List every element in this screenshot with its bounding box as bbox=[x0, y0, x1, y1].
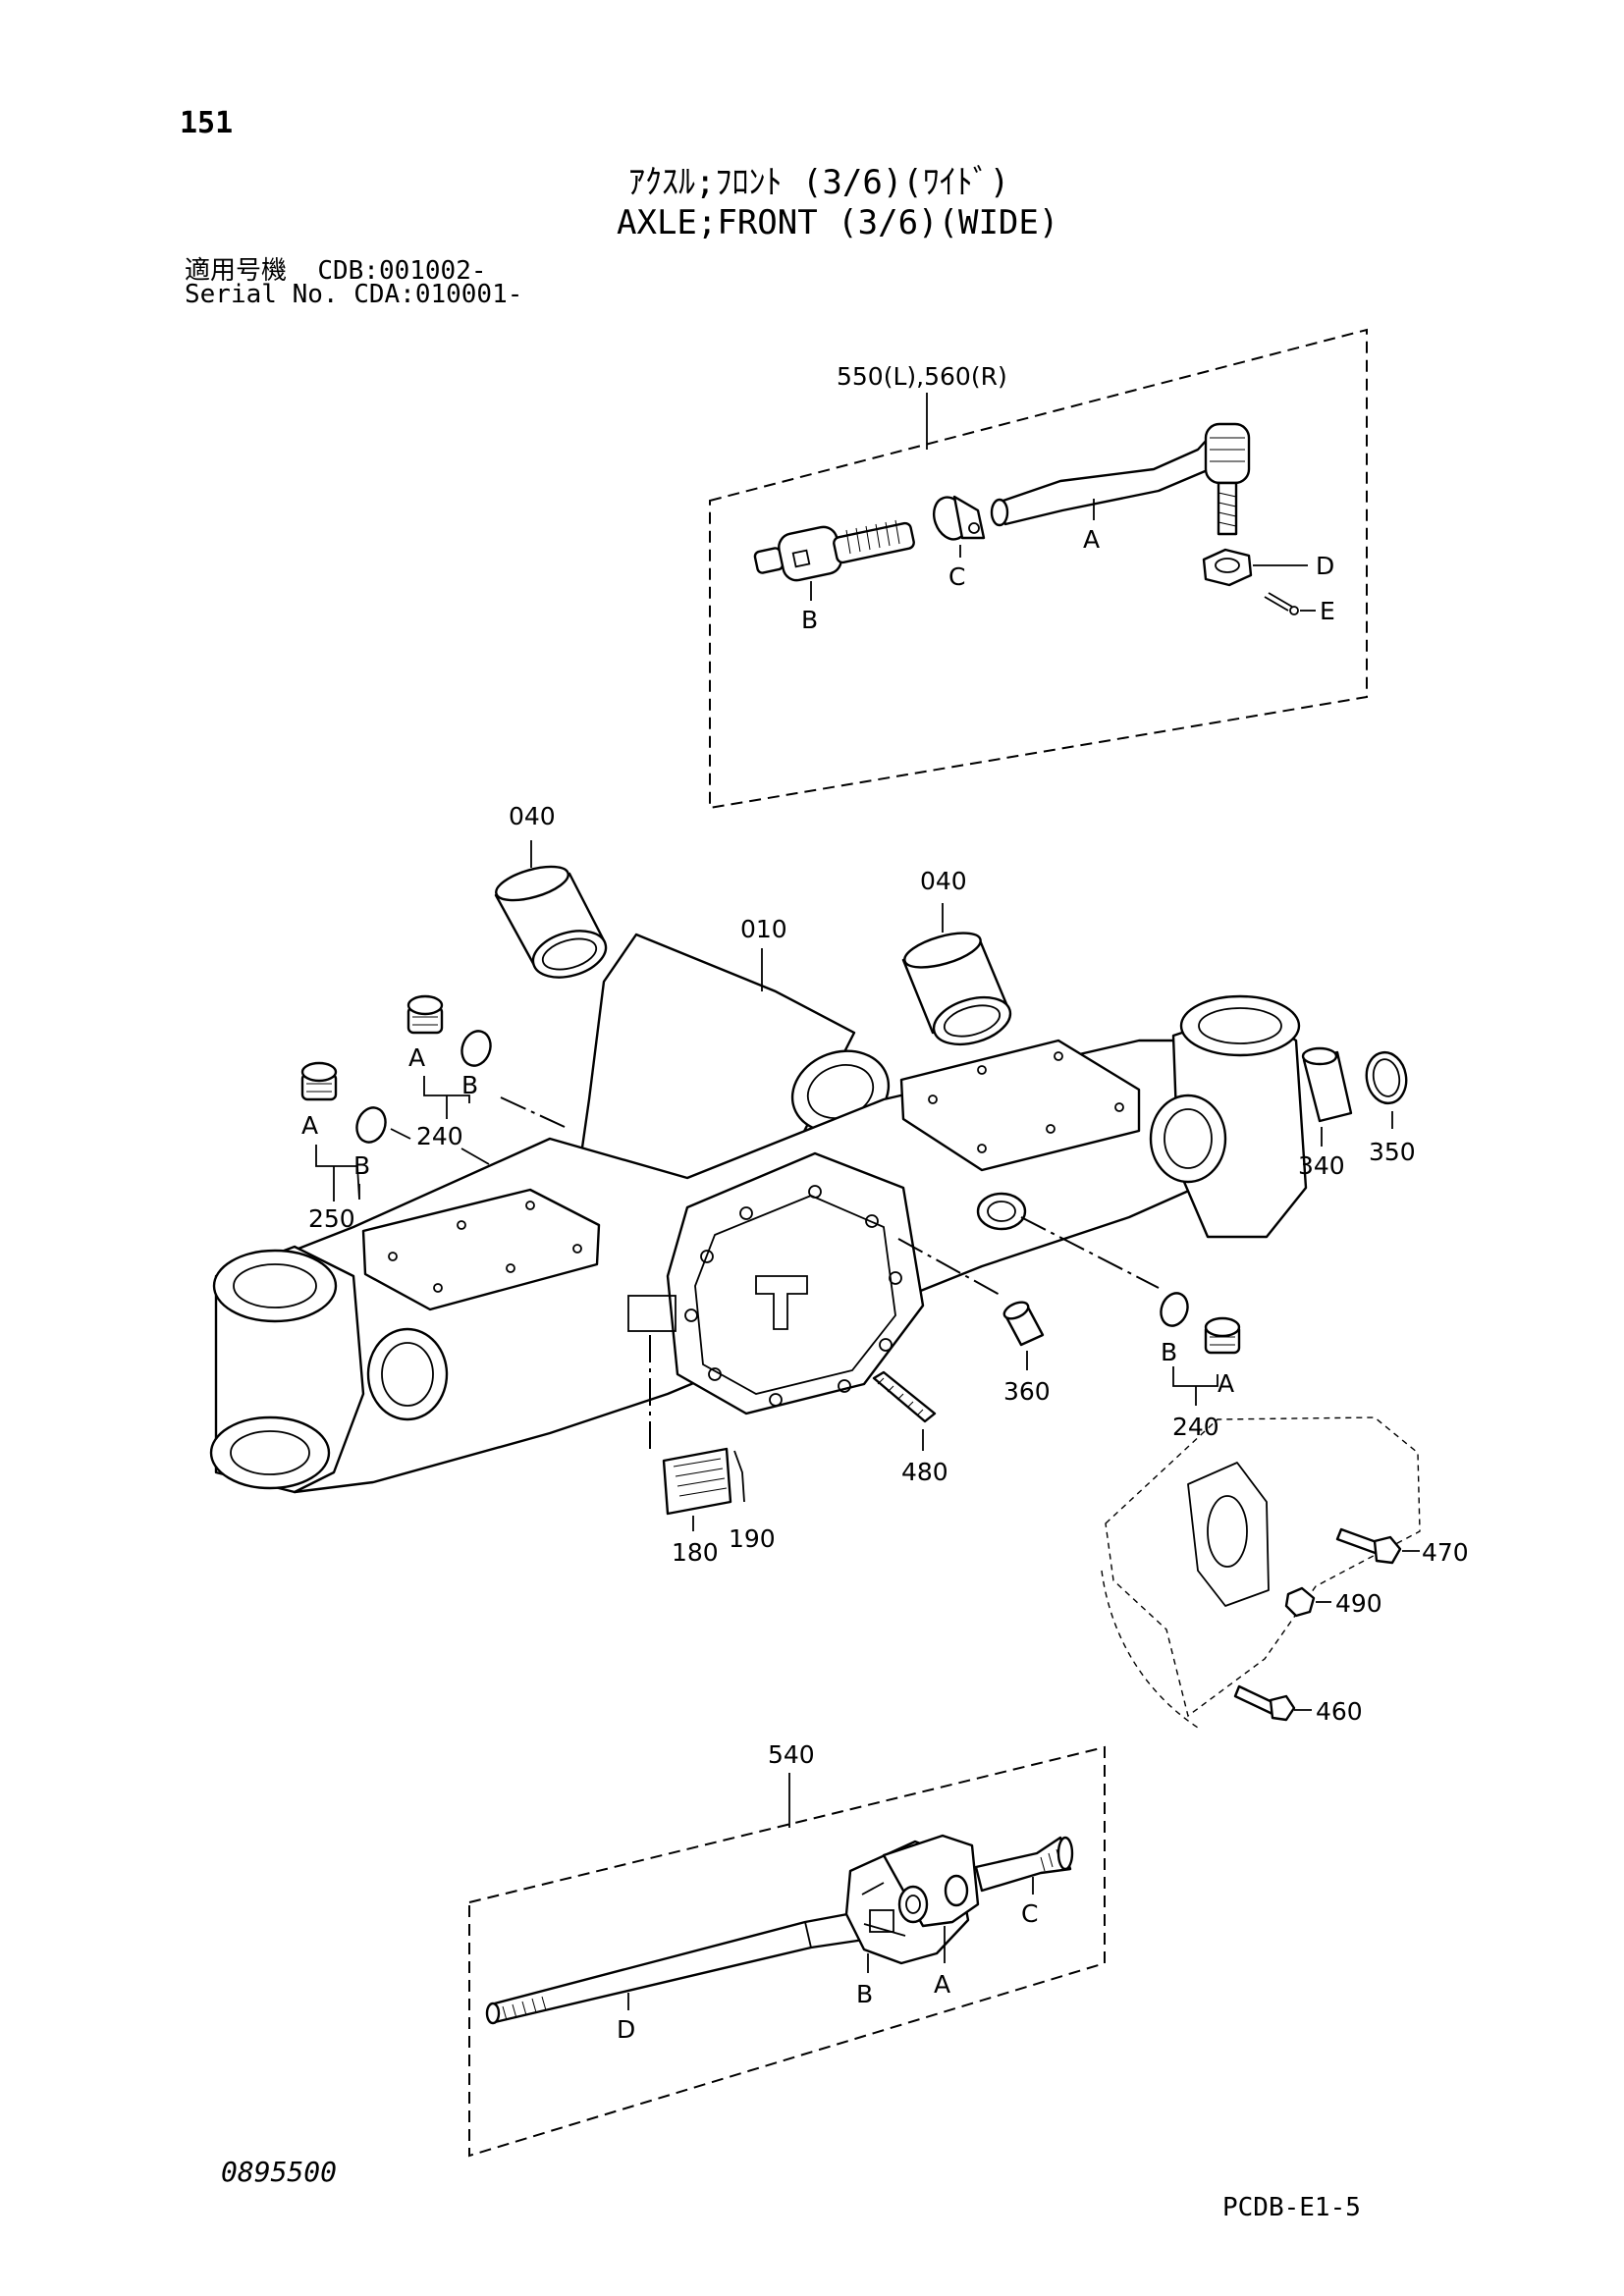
callout-040-left: 040 bbox=[509, 802, 556, 830]
callout-350: 350 bbox=[1369, 1138, 1416, 1166]
pin-360-icon bbox=[1002, 1301, 1045, 1347]
stub-shaft-c-icon bbox=[974, 1836, 1074, 1893]
callout-tie-rod-a: A bbox=[1083, 525, 1100, 554]
callout-shaft-a: A bbox=[934, 1970, 950, 1999]
callout-tie-rod-d: D bbox=[1316, 552, 1334, 580]
bushing-left-icon bbox=[494, 865, 608, 979]
callout-190: 190 bbox=[729, 1524, 776, 1553]
callout-tie-rod-c: C bbox=[948, 562, 965, 591]
serial-label-en: Serial No. bbox=[185, 280, 339, 309]
bolt-470-icon bbox=[1335, 1527, 1402, 1565]
callout-240-mid: 240 bbox=[416, 1122, 463, 1150]
callout-240-right: 240 bbox=[1172, 1413, 1219, 1441]
o-ring-b-right-icon bbox=[1160, 1292, 1189, 1327]
bolt-460-icon bbox=[1233, 1684, 1296, 1722]
tie-rod-dashed-frame bbox=[709, 328, 1368, 810]
name-plate-icon bbox=[662, 1447, 732, 1516]
callout-plug-a-mid: A bbox=[408, 1043, 425, 1072]
callout-shaft-b: B bbox=[856, 1980, 873, 2008]
castle-nut-icon bbox=[1202, 548, 1253, 587]
callout-550-560: 550(L),560(R) bbox=[837, 362, 1007, 391]
plug-a-right-icon bbox=[1204, 1316, 1241, 1355]
callout-tie-rod-b: B bbox=[801, 606, 818, 634]
page-code: PCDB-E1-5 bbox=[1222, 2193, 1361, 2222]
universal-joint-icon bbox=[844, 1834, 980, 1965]
serial-line-japanese: 適用号機 CDB:001002- bbox=[185, 250, 487, 287]
tie-rod-inner-end-icon bbox=[753, 519, 915, 582]
callout-040-right: 040 bbox=[920, 867, 967, 895]
tie-rod-group: 550(L),560(R) B C A bbox=[709, 328, 1368, 810]
serial-line-english: Serial No. CDA:010001- bbox=[185, 280, 522, 309]
callout-180: 180 bbox=[672, 1538, 719, 1567]
document-code: 0895500 bbox=[221, 2156, 338, 2188]
plug-a-left-icon bbox=[300, 1061, 338, 1101]
page-number: 151 bbox=[180, 106, 234, 140]
callout-010: 010 bbox=[740, 915, 787, 943]
callout-plug-a-right: A bbox=[1218, 1369, 1234, 1398]
callout-340: 340 bbox=[1298, 1151, 1345, 1180]
callout-470: 470 bbox=[1422, 1538, 1469, 1567]
callout-shaft-c: C bbox=[1021, 1899, 1038, 1928]
callout-540: 540 bbox=[768, 1740, 815, 1769]
seal-340-icon bbox=[1301, 1046, 1353, 1123]
final-drive-sketch-icon bbox=[1101, 1416, 1421, 1729]
axle-shaft-dashed-frame bbox=[468, 1745, 1106, 2158]
o-ring-b-mid-icon bbox=[460, 1030, 492, 1067]
callout-480: 480 bbox=[901, 1458, 948, 1486]
callout-460: 460 bbox=[1316, 1697, 1363, 1726]
callout-plug-b-right: B bbox=[1161, 1338, 1177, 1366]
callout-plug-b-mid: B bbox=[461, 1071, 478, 1099]
rivet-icon bbox=[733, 1450, 745, 1503]
serial-label-jp: 適用号機 bbox=[185, 256, 288, 286]
callout-360: 360 bbox=[1003, 1377, 1051, 1406]
callout-250: 250 bbox=[308, 1204, 355, 1233]
serial-value-cdb: CDB:001002- bbox=[317, 256, 487, 286]
callout-490: 490 bbox=[1335, 1589, 1382, 1618]
o-ring-b-left-icon bbox=[355, 1106, 387, 1144]
serial-value-cda: CDA:010001- bbox=[353, 280, 523, 309]
tie-rod-outer-tube-icon bbox=[990, 422, 1251, 536]
axle-shaft-d-icon bbox=[485, 1910, 866, 2025]
ring-350-icon bbox=[1365, 1050, 1408, 1105]
title-japanese: ｱｸｽﾙ;ﾌﾛﾝﾄ (3/6)(ﾜｲﾄﾞ) bbox=[628, 163, 1010, 202]
callout-tie-rod-e: E bbox=[1320, 597, 1335, 625]
cotter-pin-icon bbox=[1264, 592, 1299, 615]
axle-shaft-group: 540 D B A C bbox=[468, 1740, 1106, 2158]
tie-rod-clamp-icon bbox=[932, 495, 986, 541]
callout-plug-a-left: A bbox=[301, 1111, 318, 1140]
nut-490-icon bbox=[1284, 1586, 1316, 1618]
bushing-right-icon bbox=[901, 932, 1012, 1046]
stud-480-icon bbox=[872, 1370, 937, 1423]
plug-a-mid-icon bbox=[406, 994, 444, 1035]
axle-housing-icon bbox=[209, 933, 1308, 1494]
title-english: AXLE;FRONT (3/6)(WIDE) bbox=[617, 203, 1059, 242]
callout-shaft-d: D bbox=[617, 2015, 635, 2044]
